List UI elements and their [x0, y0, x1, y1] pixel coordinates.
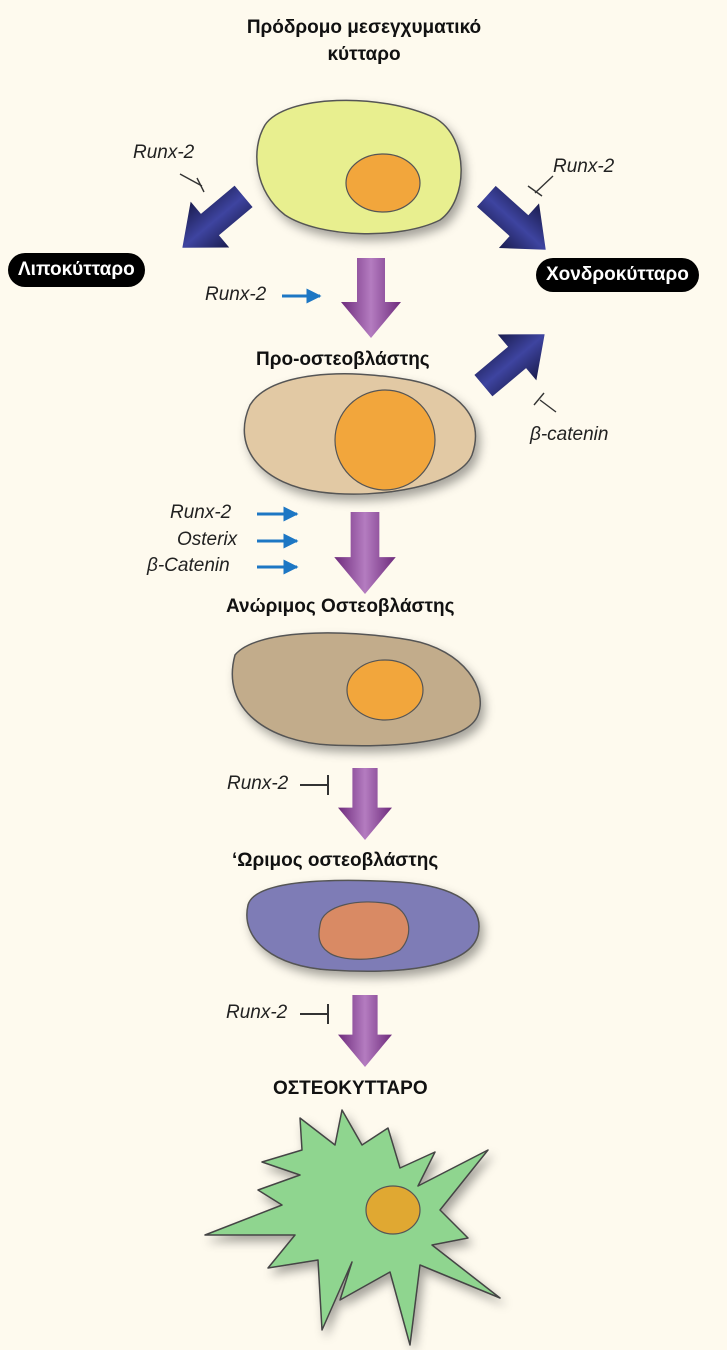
fate-adipocyte: Λιποκύτταρο	[8, 253, 145, 287]
regulator-beta-catenin-chondrocyte: β-catenin	[530, 424, 608, 446]
arrow-progenitor-to-preosteoblast	[341, 258, 401, 338]
stage-osteocyte: ΟΣΤΕΟΚΥΤΤΑΡΟ	[273, 1078, 428, 1100]
regulator-runx2-3: Runx-2	[227, 773, 288, 795]
regulator-runx2-4: Runx-2	[226, 1002, 287, 1024]
stage-mature-osteoblast: ‘Ωριμος οστεοβλάστης	[232, 850, 438, 872]
progenitor-title: Πρόδρομο μεσεγχυματικό κύτταρο	[184, 14, 544, 68]
osteocyte-cell	[205, 1110, 500, 1345]
arrow-preosteoblast-to-immature	[334, 512, 396, 594]
fate-chondrocyte: Χονδροκύτταρο	[536, 258, 699, 292]
stage-pre-osteoblast: Προ-οστεοβλάστης	[256, 349, 430, 371]
inhibition-symbol-beta-catenin	[534, 393, 556, 412]
osteocyte-nucleus	[366, 1186, 420, 1234]
inhibition-runx2-4	[300, 1004, 328, 1024]
inhibition-symbol-runx2-chondrocyte	[528, 176, 553, 196]
pre-osteoblast-nucleus	[335, 390, 435, 490]
stage-immature-osteoblast: Ανώριμος Οστεοβλάστης	[226, 596, 455, 618]
regulator-runx2-adipocyte: Runx-2	[133, 142, 194, 164]
regulator-runx2-2: Runx-2	[170, 502, 231, 524]
arrow-mature-to-osteocyte	[338, 995, 392, 1067]
progenitor-nucleus	[346, 154, 420, 212]
regulator-runx2-chondrocyte: Runx-2	[553, 156, 614, 178]
regulator-runx2-1: Runx-2	[205, 284, 266, 306]
regulator-osterix: Osterix	[177, 529, 237, 551]
regulator-beta-catenin: β-Catenin	[147, 555, 230, 577]
inhibition-runx2-3	[300, 775, 328, 795]
arrow-immature-to-mature	[338, 768, 392, 840]
immature-osteoblast-nucleus	[347, 660, 423, 720]
progenitor-title-line2: κύτταρο	[184, 41, 544, 68]
mature-osteoblast-nucleus	[319, 902, 409, 959]
arrow-to-adipocyte	[163, 173, 263, 270]
inhibition-symbol-runx2-adipocyte	[180, 174, 204, 192]
arrow-preosteoblast-to-chondrocyte	[464, 311, 564, 408]
progenitor-title-line1: Πρόδρομο μεσεγχυματικό	[184, 14, 544, 41]
